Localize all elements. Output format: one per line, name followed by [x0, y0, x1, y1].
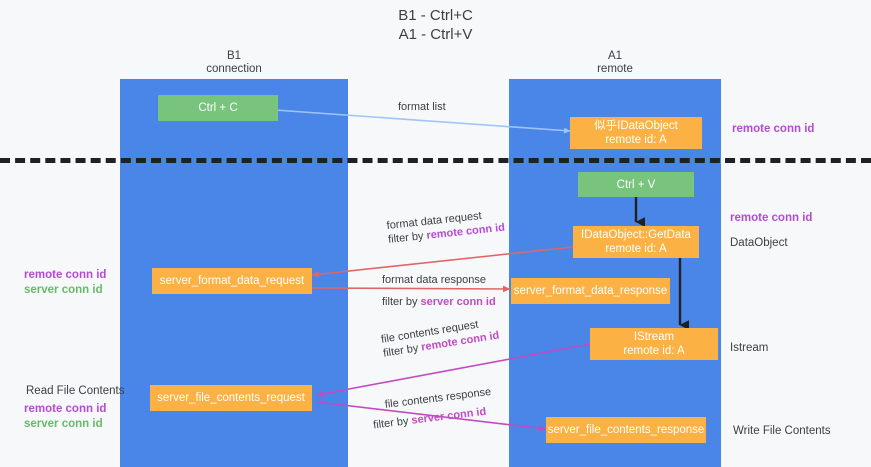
node-idataobject-getdata[interactable]: IDataObject::GetData remote id: A — [573, 226, 699, 258]
annotation-right-remote-conn-id-top-text: remote conn id — [732, 123, 815, 135]
annotation-left-remote-conn-id-low: remote conn id — [24, 403, 107, 415]
node-ctrl-c-label: Ctrl + C — [198, 102, 238, 114]
annotation-left-conn-ids-low: remote conn id server conn id — [24, 402, 106, 432]
edge-format-data-response — [311, 285, 511, 293]
node-istream-title: IStream — [633, 331, 675, 343]
annotation-left-read-file-contents-text: Read File Contents — [26, 385, 125, 397]
annotation-right-write-file-contents: Write File Contents — [733, 424, 831, 439]
annotation-right-istream-text: Istream — [730, 342, 769, 354]
edge-format-data-request — [311, 246, 574, 278]
edge-label-format-data-response-text: format data response — [382, 274, 486, 286]
edge-label-format-list: format list — [398, 100, 446, 114]
annotation-right-dataobject-text: DataObject — [730, 237, 788, 249]
node-ctrl-v-label: Ctrl + V — [616, 178, 656, 191]
annotation-left-server-conn-id-low: server conn id — [24, 418, 103, 430]
annotation-left-server-conn-id-mid: server conn id — [24, 284, 103, 296]
annotation-right-write-file-contents-text: Write File Contents — [733, 425, 831, 437]
lane-header-a1-role: remote — [597, 63, 633, 75]
edge-label-format-data-response-filter-prefix: filter by — [382, 296, 421, 308]
node-idataobject[interactable]: 似乎IDataObject remote id: A — [570, 117, 702, 149]
node-ctrl-v[interactable]: Ctrl + V — [578, 172, 694, 197]
annotation-right-remote-conn-id-mid: remote conn id — [730, 211, 812, 226]
node-istream-subtitle: remote id: A — [623, 345, 685, 357]
lane-header-a1: A1 remote — [509, 50, 721, 76]
annotation-right-dataobject: DataObject — [730, 236, 788, 251]
annotation-left-read-file-contents: Read File Contents — [26, 384, 124, 399]
phase-separator — [0, 158, 871, 163]
lane-header-b1-role: connection — [206, 63, 262, 75]
node-server-format-data-response[interactable]: server_format_data_response — [511, 278, 670, 304]
edge-format-list — [274, 109, 571, 134]
edge-label-format-list-text: format list — [398, 101, 446, 113]
diagram-title-line-1: B1 - Ctrl+C — [398, 7, 473, 24]
node-server-file-contents-request[interactable]: server_file_contents_request — [150, 385, 312, 411]
lane-header-b1: B1 connection — [120, 50, 348, 76]
node-server-format-data-request[interactable]: server_format_data_request — [152, 268, 312, 294]
diagram-title-line-2: A1 - Ctrl+V — [398, 26, 473, 43]
node-idataobject-getdata-subtitle: remote id: A — [605, 243, 667, 255]
annotation-right-istream: Istream — [730, 341, 768, 356]
node-ctrl-c[interactable]: Ctrl + C — [158, 95, 278, 121]
lane-header-b1-name: B1 — [226, 50, 242, 62]
node-server-file-contents-response[interactable]: server_file_contents_response — [546, 417, 706, 443]
node-istream[interactable]: IStream remote id: A — [590, 328, 718, 360]
annotation-left-conn-ids-mid: remote conn id server conn id — [24, 268, 106, 298]
edge-file-contents-request — [316, 343, 591, 397]
node-idataobject-getdata-title: IDataObject::GetData — [581, 229, 691, 241]
annotation-right-remote-conn-id-mid-text: remote conn id — [730, 212, 813, 224]
edge-label-format-data-request-filter-prefix: filter by — [387, 229, 428, 246]
edge-file-contents-response — [316, 401, 547, 432]
node-idataobject-title: 似乎IDataObject — [594, 120, 678, 132]
annotation-left-remote-conn-id-mid: remote conn id — [24, 269, 107, 281]
edge-label-format-data-response-filter-key: server conn id — [420, 296, 496, 308]
node-idataobject-subtitle: remote id: A — [605, 134, 667, 146]
node-server-file-contents-request-label: server_file_contents_request — [157, 392, 305, 404]
edge-label-format-data-response-filter: filter by server conn id — [382, 295, 496, 309]
annotation-right-remote-conn-id-top: remote conn id — [732, 122, 814, 137]
node-server-format-data-response-label: server_format_data_response — [513, 285, 668, 297]
node-server-format-data-request-label: server_format_data_request — [159, 275, 305, 287]
node-server-file-contents-response-label: server_file_contents_response — [547, 424, 705, 436]
lane-header-a1-name: A1 — [607, 50, 623, 62]
edge-label-format-data-response: format data response filter by server co… — [382, 273, 496, 309]
diagram-title: B1 - Ctrl+C A1 - Ctrl+V — [0, 6, 871, 44]
